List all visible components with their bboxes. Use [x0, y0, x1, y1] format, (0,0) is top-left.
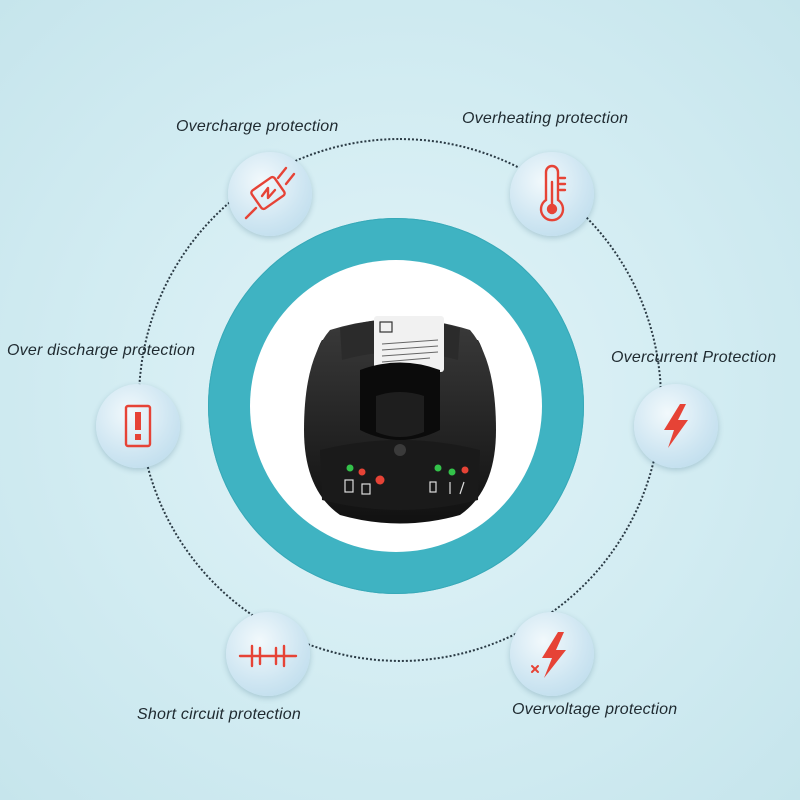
thermometer-icon: [539, 164, 567, 222]
badge-overvoltage: [510, 612, 594, 696]
badge-overheating: [510, 152, 594, 236]
label-overcurrent: Overcurrent Protection: [611, 349, 777, 366]
battery-charger-image: [304, 316, 496, 524]
plug-lightning-icon: [244, 166, 296, 220]
lightning-bolt-icon: [664, 404, 688, 448]
label-overcharge: Overcharge protection: [176, 118, 339, 135]
label-overheating: Overheating protection: [462, 110, 629, 127]
exclamation-box-icon: [124, 404, 152, 448]
badge-overcharge: [228, 152, 312, 236]
label-overvoltage: Overvoltage protection: [512, 701, 678, 718]
lightning-x-icon: [531, 632, 566, 678]
label-over-discharge: Over discharge protection: [7, 342, 196, 359]
badge-over-discharge: [96, 384, 180, 468]
circuit-icon: [238, 644, 298, 668]
badge-overcurrent: [634, 384, 718, 468]
label-short-circuit: Short circuit protection: [137, 706, 301, 723]
badge-short-circuit: [226, 612, 310, 696]
